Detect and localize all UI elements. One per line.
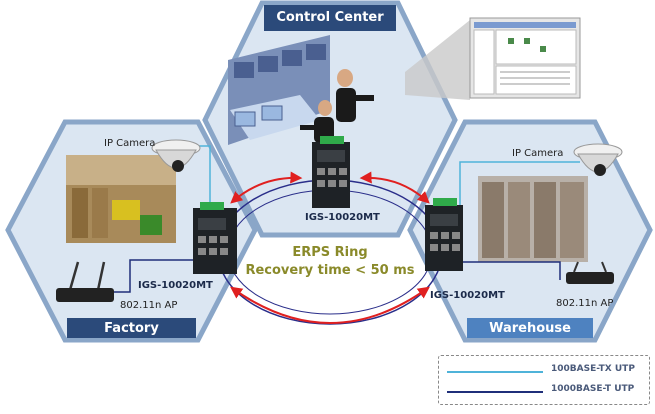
ring-title: ERPS Ring bbox=[292, 245, 368, 260]
wireless-ap-icon-factory bbox=[56, 261, 114, 302]
ip-camera-icon-warehouse bbox=[573, 143, 623, 176]
wireless-ap-icon-warehouse bbox=[566, 261, 614, 284]
switch-right-model: IGS-10020MT bbox=[430, 290, 505, 301]
management-screenshot bbox=[405, 17, 581, 100]
warehouse-ap-label: 802.11n AP bbox=[556, 298, 614, 309]
warehouse-photo bbox=[478, 176, 588, 262]
tx-cables bbox=[195, 145, 580, 218]
factory-title: Factory bbox=[104, 321, 159, 336]
legend-label-100base-tx: 100BASE-TX UTP bbox=[551, 364, 635, 374]
legend-item-1000base-t: 1000BASE-T UTP bbox=[447, 384, 643, 398]
factory-ap-label: 802.11n AP bbox=[120, 300, 178, 311]
factory-camera-label: IP Camera bbox=[104, 138, 156, 149]
legend: 100BASE-TX UTP 1000BASE-T UTP bbox=[438, 355, 650, 405]
ip-camera-icon-factory bbox=[151, 139, 201, 172]
legend-label-1000base-t: 1000BASE-T UTP bbox=[551, 384, 635, 394]
switch-right bbox=[425, 198, 463, 271]
switch-left bbox=[193, 202, 237, 274]
ring-arrows bbox=[230, 171, 430, 324]
factory-photo bbox=[66, 155, 176, 243]
switch-top-model: IGS-10020MT bbox=[305, 212, 380, 223]
ring-recovery-time: Recovery time < 50 ms bbox=[245, 263, 415, 278]
switch-top bbox=[312, 136, 350, 208]
factory-hexagon bbox=[5, 119, 258, 343]
warehouse-title: Warehouse bbox=[489, 321, 571, 336]
warehouse-hexagon bbox=[407, 119, 653, 343]
control-room-image bbox=[228, 35, 374, 145]
switch-left-model: IGS-10020MT bbox=[138, 280, 213, 291]
warehouse-camera-label: IP Camera bbox=[512, 148, 564, 159]
legend-item-100base-tx: 100BASE-TX UTP bbox=[447, 364, 643, 378]
control-center-title: Control Center bbox=[276, 10, 384, 25]
